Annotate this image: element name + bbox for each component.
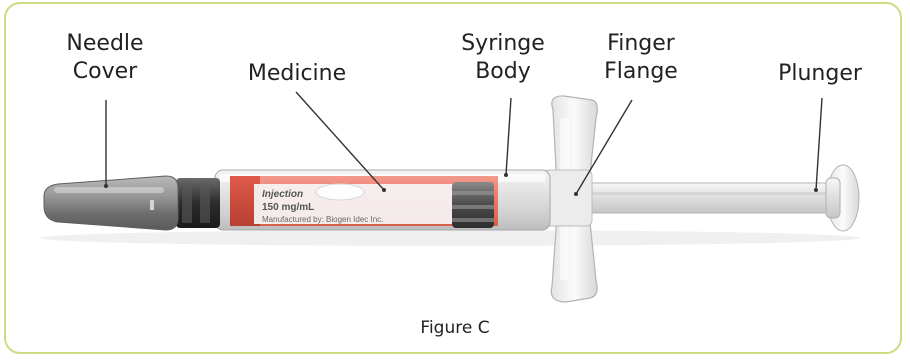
needle-cover <box>44 176 178 230</box>
syringe-label-line2: 150 mg/mL <box>262 202 314 213</box>
syringe-label-line1: Injection <box>262 189 303 200</box>
rubber-stopper <box>452 182 494 228</box>
needle-hub <box>176 178 220 228</box>
plunger-leader <box>816 98 822 190</box>
syringe-body-leader <box>506 98 511 175</box>
syringe-label-line3: Manufactured by: Biogen Idec Inc. <box>262 215 383 224</box>
figure-caption: Figure C <box>0 318 910 338</box>
